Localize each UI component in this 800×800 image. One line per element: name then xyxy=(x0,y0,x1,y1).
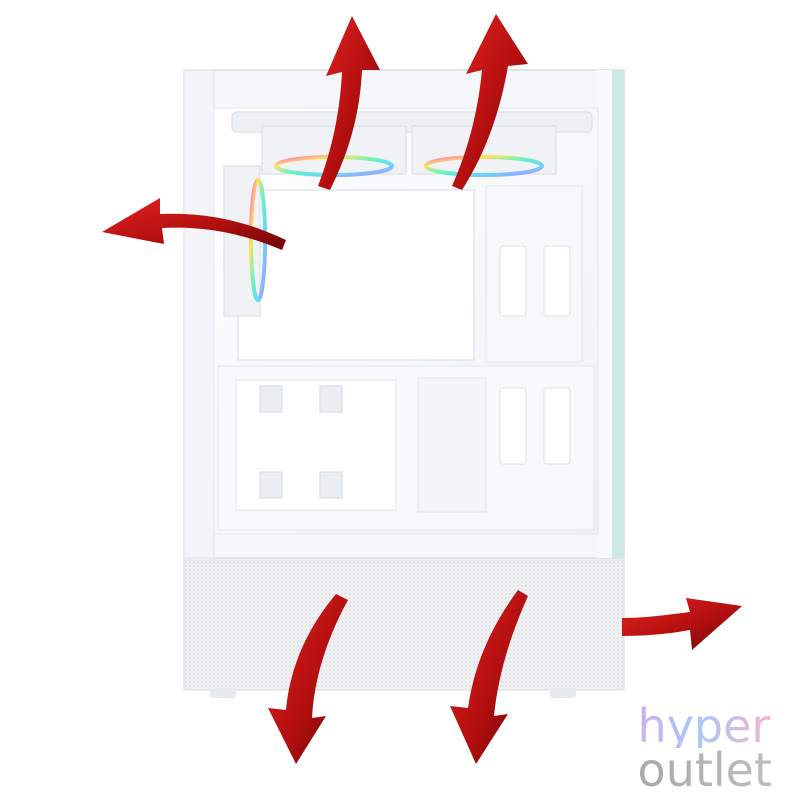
front-glass-edge xyxy=(612,70,624,558)
watermark-logo: hyper outlet xyxy=(637,699,772,797)
cable-cutout xyxy=(499,245,527,317)
case-foot xyxy=(550,688,576,698)
rgb-fan-ring xyxy=(424,155,544,177)
exhaust-arrow-left xyxy=(102,198,286,250)
exhaust-arrow-right xyxy=(622,598,742,650)
front-pillar xyxy=(596,70,612,558)
drive-slot xyxy=(259,471,283,499)
motherboard-tray xyxy=(237,189,475,361)
drive-slot xyxy=(259,385,283,413)
rear-frame xyxy=(183,69,215,559)
psu-panel xyxy=(417,377,487,513)
cable-cutout xyxy=(543,387,571,465)
exhaust-arrow-up-left xyxy=(318,16,380,190)
watermark-line-2: outlet xyxy=(637,743,772,797)
exhaust-arrow-up-right xyxy=(452,14,528,190)
intake-arrow-down-left xyxy=(268,594,348,764)
pc-case xyxy=(183,69,625,698)
cable-cutout xyxy=(543,245,571,317)
drive-slot xyxy=(319,385,343,413)
mesh-shroud xyxy=(183,559,625,691)
intake-arrow-down-right xyxy=(450,590,528,764)
cable-cutout xyxy=(499,387,527,465)
drive-slot xyxy=(319,471,343,499)
case-foot xyxy=(210,688,236,698)
airflow-arrows xyxy=(102,14,742,764)
watermark-line-1: hyper xyxy=(637,699,771,753)
